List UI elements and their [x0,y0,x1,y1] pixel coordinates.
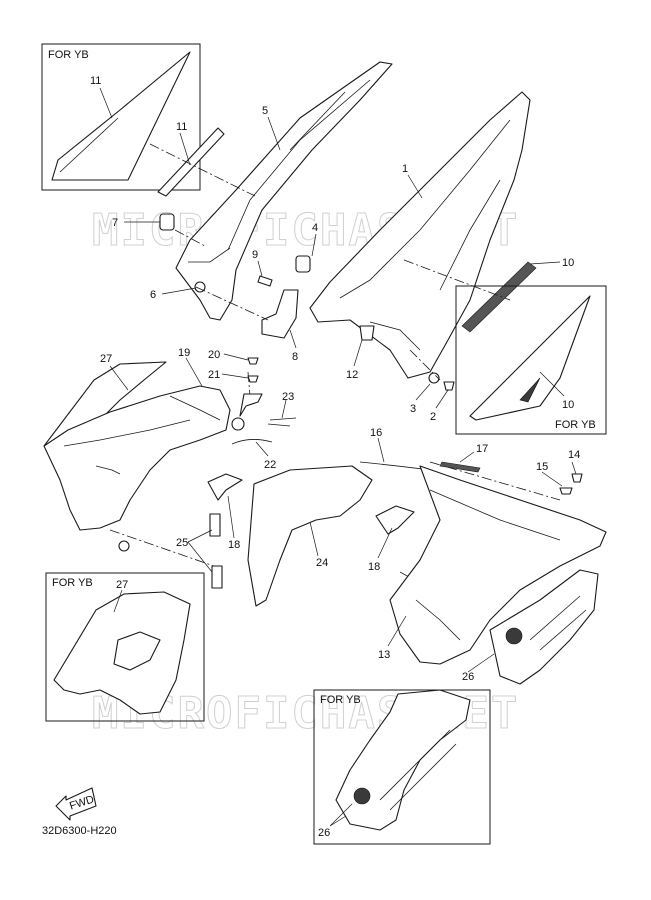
box-label: FOR YB [320,694,361,706]
for-yb-box-right: FOR YB [455,285,607,435]
callout-26: 26 [462,671,474,683]
callout-18: 18 [228,539,240,551]
drawing-code: 32D6300-H220 [42,825,117,837]
shroud-13 [389,465,607,665]
damper-18-left [207,473,243,501]
callout-11: 11 [176,121,187,133]
callout-24: 24 [316,557,328,569]
screw-14 [571,473,583,483]
callout-1: 1 [402,163,408,175]
callout-25: 25 [176,537,188,549]
callout-14: 14 [568,449,580,461]
grommet-7 [159,213,175,231]
band-22 [231,439,273,445]
front-cover-19 [43,361,245,531]
bracket-19 [239,393,263,417]
tape-25b [211,565,223,589]
callout-4: 4 [312,222,318,234]
collar-15 [559,487,573,495]
callout-21: 21 [208,369,220,381]
for-yb-box-left: FOR YB [45,572,205,722]
box-label: FOR YB [52,577,93,589]
screw-20 [247,357,259,365]
decal-strip-11 [157,127,225,197]
tape-25a [209,513,221,537]
callout-22: 22 [264,459,276,471]
box-label: FOR YB [48,49,89,61]
callout-13: 13 [378,649,390,661]
callout-2: 2 [430,411,436,423]
bracket-8 [261,289,299,339]
fwd-arrow-icon: FWD [55,787,97,821]
callout-11: 11 [90,75,101,87]
grommet-left [118,540,130,552]
collar-6 [194,281,206,293]
callout-10: 10 [562,257,574,269]
callout-12: 12 [346,369,358,381]
clip-23 [267,417,297,427]
callout-18: 18 [368,561,380,573]
side-cover-5 [175,61,393,321]
for-yb-box-bottom: FOR YB [313,689,491,845]
damper-18-right [375,505,415,535]
callout-26: 26 [318,827,330,839]
box-label: FOR YB [555,419,596,431]
callout-7: 7 [112,217,118,229]
side-cover-1 [309,91,531,379]
side-cover-decal-yb [51,51,191,181]
damper-12 [359,325,375,341]
callout-6: 6 [150,289,156,301]
callout-23: 23 [282,391,294,403]
decal-17 [439,461,481,473]
callout-17: 17 [476,443,488,455]
callout-8: 8 [292,351,298,363]
decal-10 [461,261,537,333]
callout-20: 20 [208,349,220,361]
callout-27: 27 [116,579,128,591]
grommet-4 [295,255,311,273]
callout-15: 15 [536,461,548,473]
callout-19: 19 [178,347,190,359]
nut-21 [247,375,259,383]
heat-shield-24 [247,465,373,607]
callout-9: 9 [252,249,258,261]
callout-16: 16 [370,427,382,439]
graphic-26 [489,569,599,685]
screw-2 [443,381,455,391]
callout-3: 3 [410,403,416,415]
callout-5: 5 [262,105,268,117]
washer-3 [428,372,440,384]
for-yb-box-top-left: FOR YB [41,43,201,191]
callout-27: 27 [100,353,112,365]
bolt-9 [257,275,273,287]
callout-10: 10 [562,399,574,411]
